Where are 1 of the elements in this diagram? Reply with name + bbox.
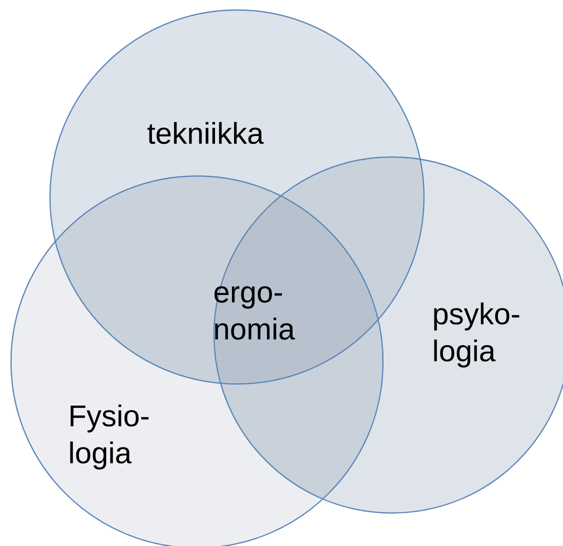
overlap-label: ergo- nomia — [214, 286, 295, 340]
